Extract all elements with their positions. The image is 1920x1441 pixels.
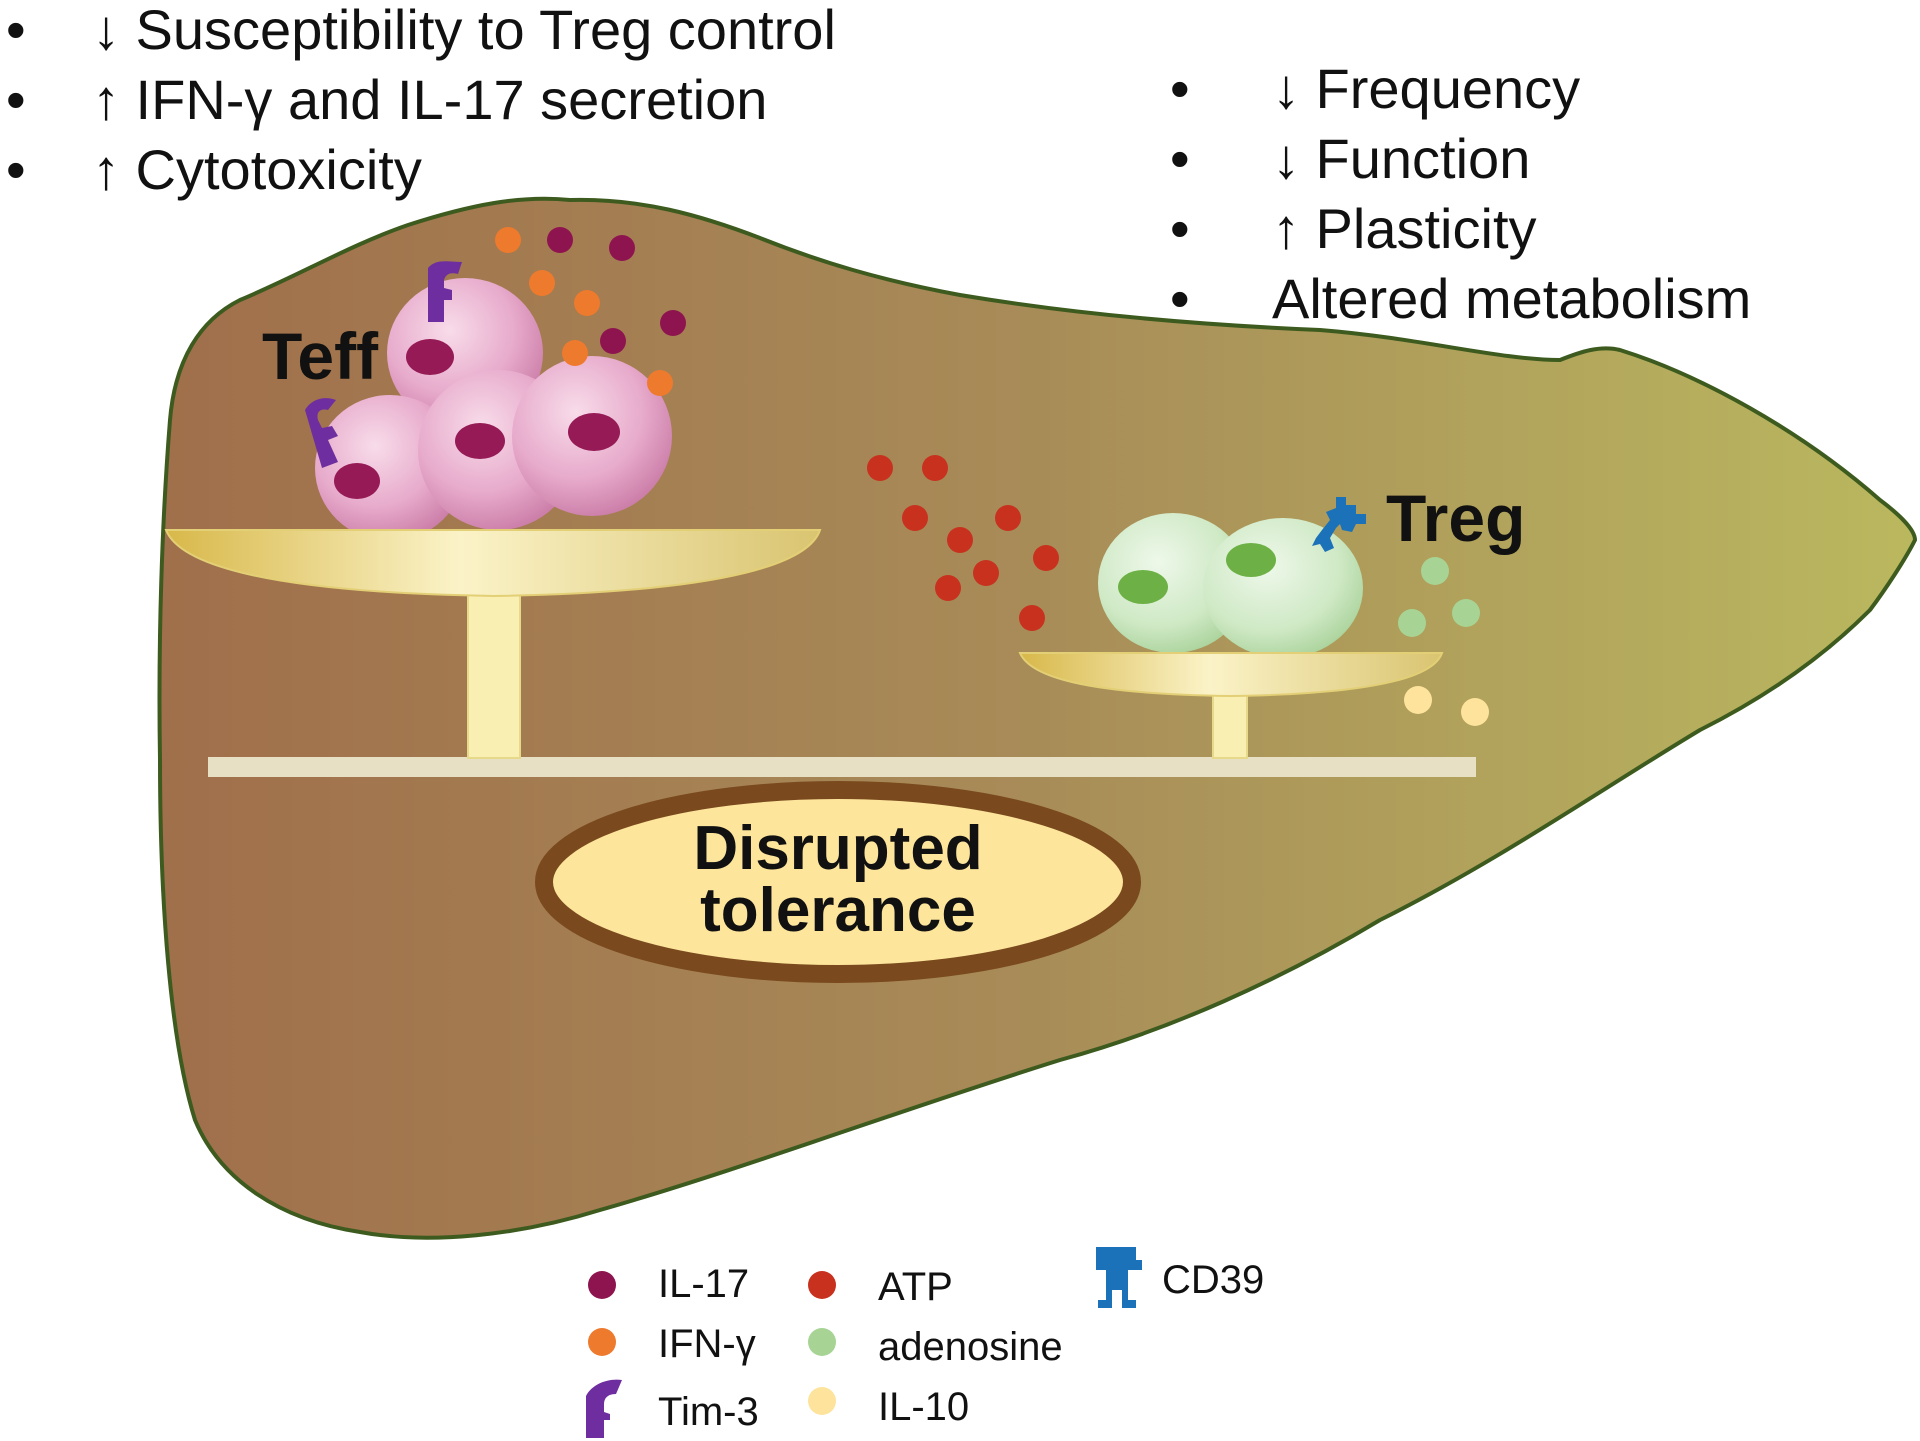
- list-item-text: ↓ Susceptibility to Treg control: [92, 0, 836, 61]
- legend-il17-dot: [588, 1271, 616, 1299]
- teff-pan: [164, 529, 822, 598]
- center-label-line2: tolerance: [700, 876, 976, 945]
- treg-pan-stand: [1212, 689, 1248, 759]
- list-item-text: Altered metabolism: [1272, 267, 1752, 330]
- legend-atp-dot: [808, 1271, 836, 1299]
- list-item-text: ↑ Plasticity: [1272, 197, 1537, 260]
- bullet: •: [1170, 57, 1190, 120]
- il17-molecules: [547, 227, 686, 354]
- legend-label-adenosine: adenosine: [878, 1325, 1063, 1369]
- list-item-text: ↑ IFN-γ and IL-17 secretion: [92, 68, 768, 131]
- tim3-receptor-icon: [586, 1379, 622, 1438]
- legend-adenosine-dot: [808, 1328, 836, 1356]
- legend-label-cd39: CD39: [1162, 1258, 1265, 1302]
- list-item-text: ↓ Frequency: [1272, 57, 1581, 120]
- il10-molecules: [1404, 686, 1489, 726]
- legend-label-ifng: IFN-γ: [658, 1322, 756, 1366]
- bullet: •: [6, 138, 26, 201]
- legend-label-il10: IL-10: [878, 1385, 970, 1429]
- bullet: •: [1170, 127, 1190, 190]
- teff-label: Teff: [262, 319, 379, 393]
- adenosine-molecules: [1398, 557, 1480, 637]
- center-label-line1: Disrupted: [693, 814, 983, 883]
- balance-beam: [208, 757, 1476, 777]
- legend-label-il17: IL-17: [658, 1262, 750, 1306]
- list-item-text: ↓ Function: [1272, 127, 1531, 190]
- legend-icons: [586, 1247, 1142, 1438]
- legend-ifng-dot: [588, 1328, 616, 1356]
- tim3-receptor-icon: [428, 261, 462, 322]
- list-item-text: ↑ Cytotoxicity: [92, 138, 422, 201]
- atp-molecules: [867, 455, 1059, 631]
- ifng-molecules: [495, 227, 673, 396]
- teff-pan-stand: [467, 591, 521, 759]
- bullet: •: [6, 0, 26, 61]
- treg-label: Treg: [1386, 481, 1526, 555]
- legend-label-tim3: Tim-3: [658, 1390, 759, 1434]
- treg-cells: [1098, 513, 1363, 658]
- legend-label-atp: ATP: [878, 1265, 953, 1309]
- legend-il10-dot: [808, 1387, 836, 1415]
- bullet: •: [1170, 267, 1190, 330]
- bullet: •: [1170, 197, 1190, 260]
- disrupted-tolerance-label: Disrupted tolerance: [588, 818, 1088, 942]
- tim3-receptor-icon: [305, 398, 338, 468]
- disrupted-tolerance-badge: [535, 781, 1141, 983]
- teff-cells: [315, 278, 672, 541]
- cd39-receptor-icon: [1096, 1247, 1142, 1308]
- bullet: •: [6, 68, 26, 131]
- cd39-receptor-icon: [1312, 497, 1366, 552]
- treg-pan: [1018, 652, 1444, 698]
